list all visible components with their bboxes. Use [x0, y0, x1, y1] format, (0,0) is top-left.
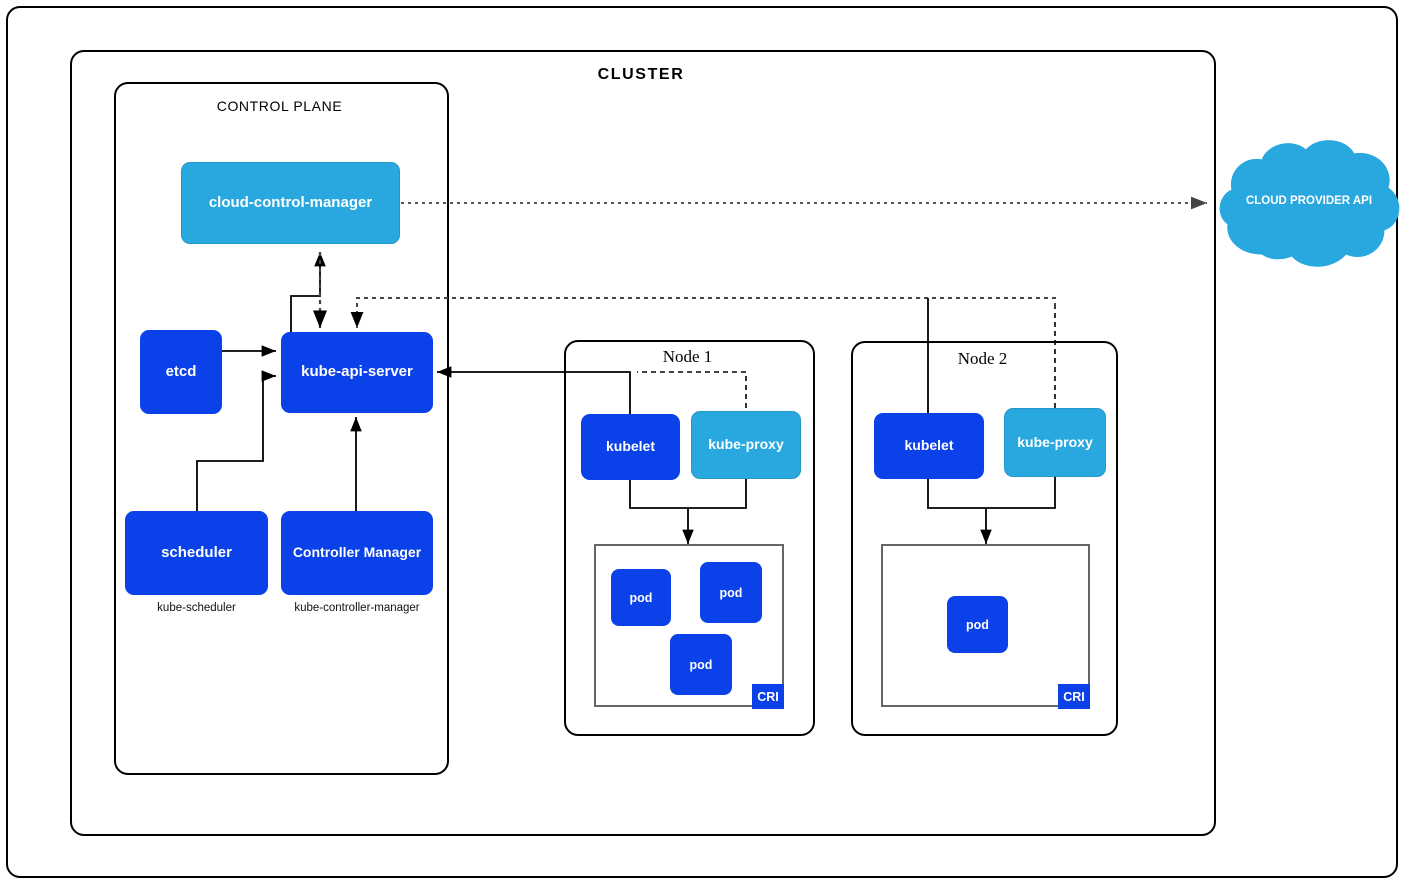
component-label: kube-proxy [1017, 433, 1093, 450]
control-plane-frame [114, 82, 449, 775]
page-frame [6, 6, 1398, 878]
component-label: scheduler [161, 543, 232, 561]
component-label: kube-api-server [301, 363, 413, 381]
node-2-cri-container [881, 544, 1090, 707]
edge-node1-kubelet-to-apiserver [437, 366, 631, 415]
control-plane-title: CONTROL PLANE [216, 98, 343, 114]
component-label: cloud-control-manager [208, 193, 373, 211]
caption-kube-controller-manager: kube-controller-manager [294, 602, 420, 614]
component-etcd[interactable]: etcd [140, 330, 222, 414]
cluster-title: CLUSTER [597, 66, 685, 83]
edge-kubeproxy-bus-to-apiserver [350, 297, 1056, 328]
edge-node1-to-cri [629, 479, 747, 544]
cri-label: CRI [757, 689, 779, 704]
node-2-pod-1[interactable]: pod [947, 596, 1008, 653]
component-kube-api-server[interactable]: kube-api-server [281, 332, 433, 413]
edge-scheduler-to-apiserver [196, 370, 276, 511]
cluster-frame [70, 50, 1216, 836]
node-1-title: Node 1 [662, 347, 713, 366]
node-1-cri-container [594, 544, 784, 707]
node-1-kubelet[interactable]: kubelet [581, 414, 680, 480]
pod-label: pod [719, 585, 743, 600]
component-label: kube-proxy [708, 436, 784, 453]
pod-label: pod [689, 657, 713, 672]
edge-node1-kubeproxy-dashed [637, 371, 747, 408]
edge-node2-to-cri [927, 477, 1056, 544]
component-label: kubelet [605, 438, 655, 455]
node-2-title: Node 2 [957, 349, 1008, 368]
component-cloud-control-manager[interactable]: cloud-control-manager [181, 162, 400, 244]
component-label: Controller Manager [292, 544, 422, 561]
node-2-frame [851, 341, 1118, 736]
node-1-pod-2[interactable]: pod [700, 562, 762, 623]
cloud-provider-api-shape[interactable] [1214, 136, 1402, 278]
edge-apiserver-to-ccm [290, 251, 326, 332]
node-2-cri-badge: CRI [1058, 684, 1090, 709]
component-label: kubelet [904, 437, 954, 454]
pod-label: pod [629, 590, 653, 605]
node-2-kube-proxy[interactable]: kube-proxy [1004, 408, 1106, 477]
pod-label: pod [966, 617, 989, 632]
caption-kube-scheduler: kube-scheduler [157, 602, 236, 614]
cri-label: CRI [1063, 689, 1085, 704]
component-scheduler[interactable]: scheduler [125, 511, 268, 595]
node-1-frame [564, 340, 815, 736]
component-controller-manager[interactable]: Controller Manager [281, 511, 433, 595]
node-1-cri-badge: CRI [752, 684, 784, 709]
cloud-provider-api-label: CLOUD PROVIDER API [1245, 195, 1373, 207]
node-1-pod-1[interactable]: pod [611, 569, 671, 626]
node-1-pod-3[interactable]: pod [670, 634, 732, 695]
node-1-kube-proxy[interactable]: kube-proxy [691, 411, 801, 479]
component-label: etcd [165, 362, 197, 380]
node-2-kubelet[interactable]: kubelet [874, 413, 984, 479]
